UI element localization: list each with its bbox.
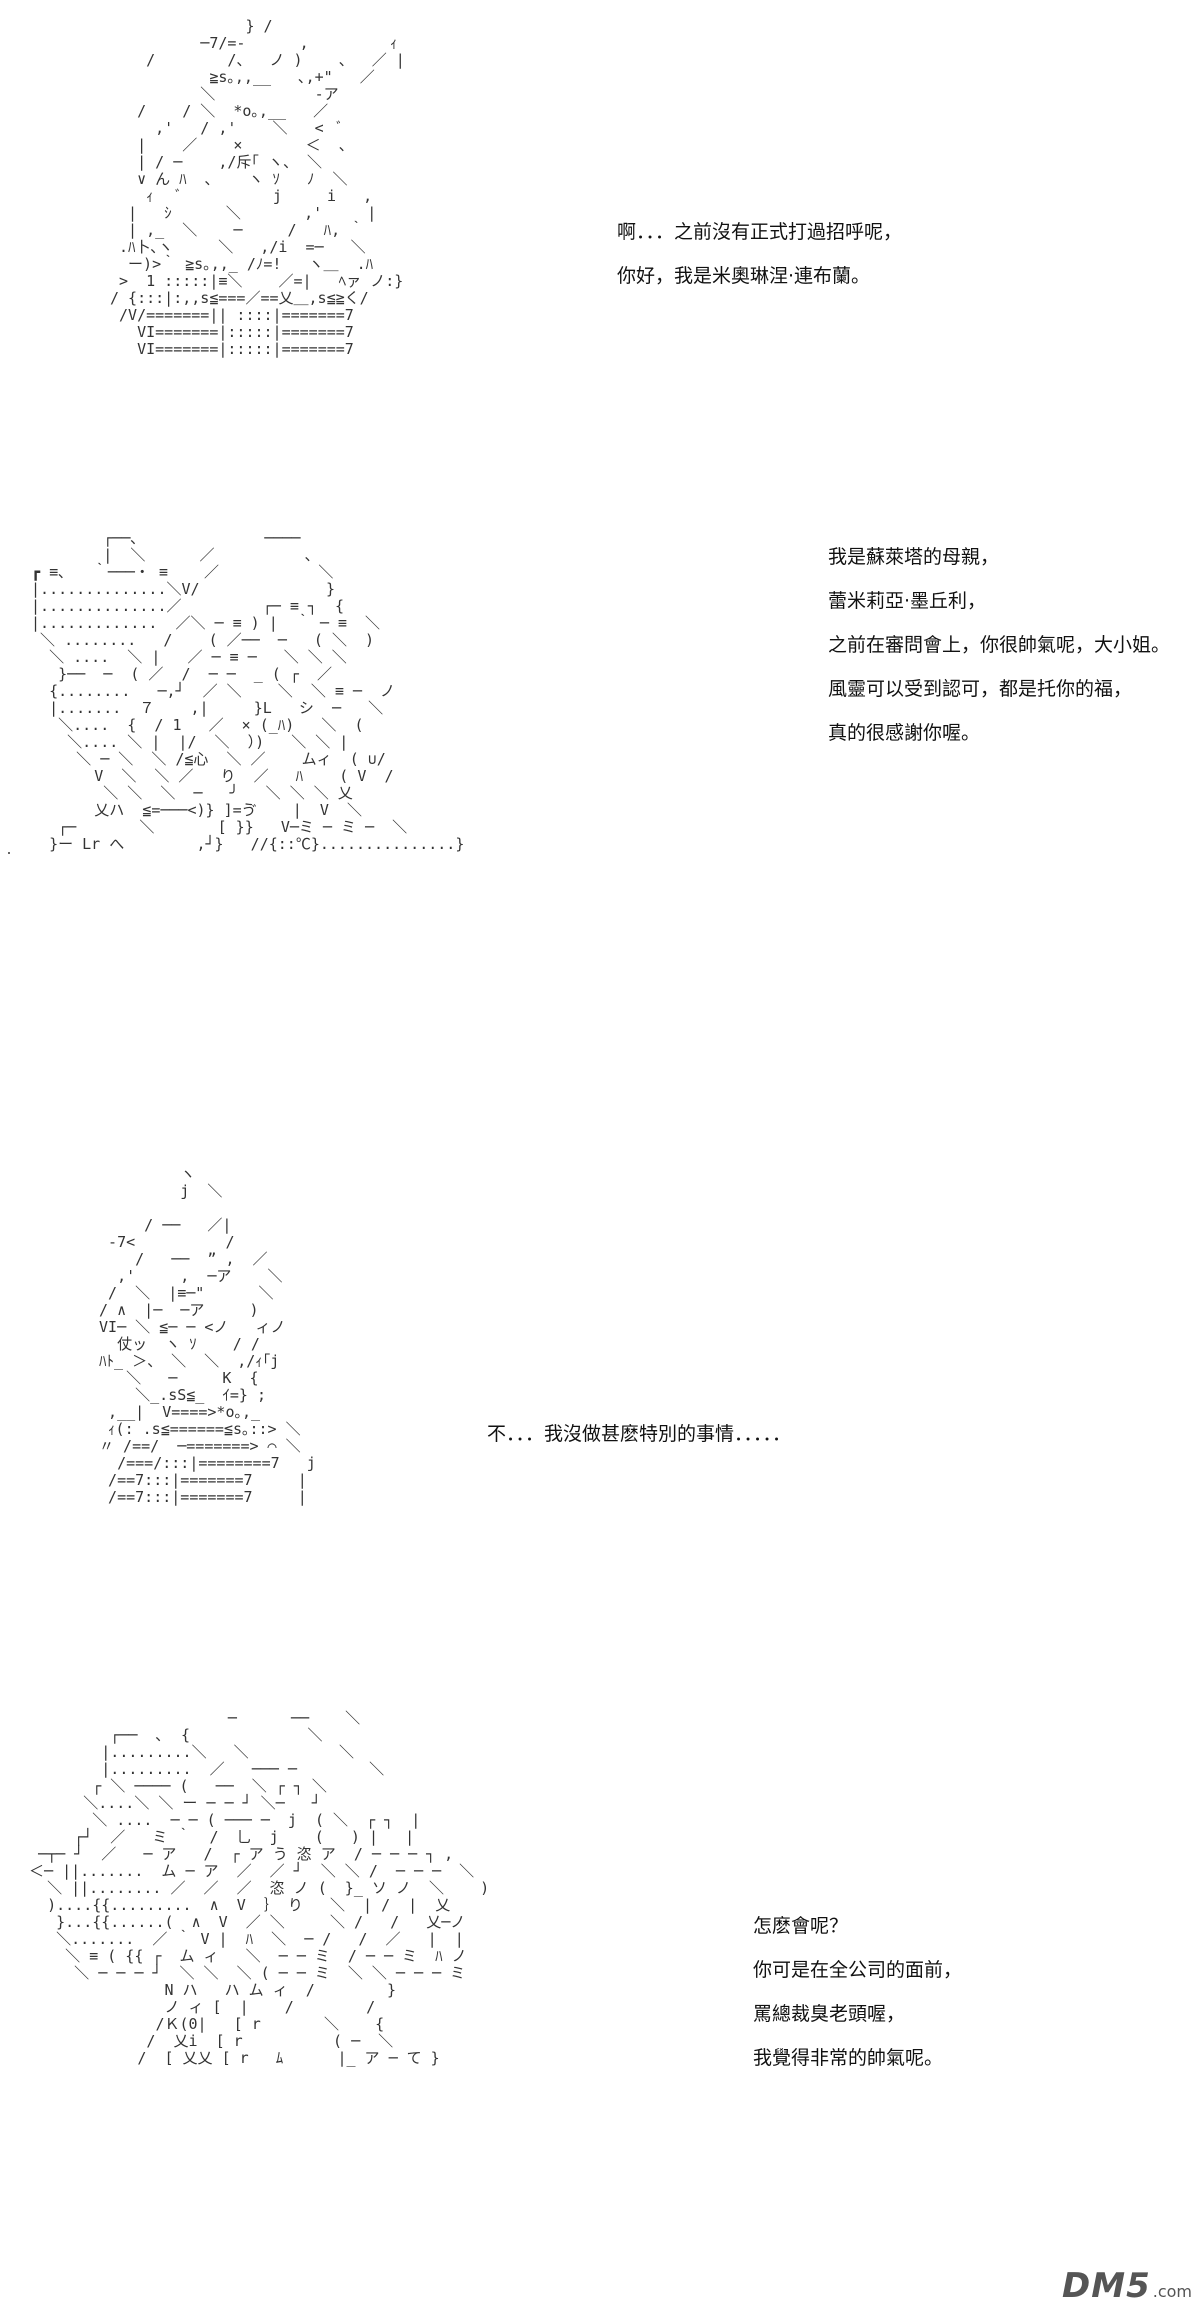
ascii-art-character-3: ヽ j ＼ / ── ／| -7< / / ── ” , ／ ,' , ─ア ＼… — [99, 1165, 316, 1506]
panel-2: ┌──､ ──── | ＼ ／ ､ ┏ ≡､ ｀───・ ≡ ／ ＼ |....… — [0, 500, 1200, 1140]
dialogue-line: 你可是在全公司的面前， — [753, 1959, 963, 1981]
dialogue-line: 真的很感謝你喔。 — [828, 722, 981, 744]
panel-4: ─ ── ＼ ┌── ､ { ＼ |.........＼ ＼ ＼ |......… — [0, 1680, 1200, 2316]
panel-3: ヽ j ＼ / ── ／| -7< / / ── ” , ／ ,' , ─ア ＼… — [0, 1140, 1200, 1680]
dialogue-line: 蕾米莉亞·墨丘利， — [828, 590, 987, 612]
ascii-art-character-2: ┌──､ ──── | ＼ ／ ､ ┏ ≡､ ｀───・ ≡ ／ ＼ |....… — [31, 529, 465, 853]
dialogue-3: 不．．．我沒做甚麽特別的事情．．．．． — [487, 1412, 791, 1456]
dialogue-2: 我是蘇萊塔的母親， 蕾米莉亞·墨丘利， 之前在審問會上，你很帥氣呢，大小姐。 風… — [828, 535, 1170, 755]
dialogue-line: 啊．．．之前沒有正式打過招呼呢， — [617, 221, 903, 243]
dialogue-4: 怎麽會呢？ 你可是在全公司的面前， 罵總裁臭老頭喔， 我覺得非常的帥氣呢。 — [753, 1904, 962, 2080]
dialogue-1: 啊．．．之前沒有正式打過招呼呢， 你好，我是米奧琳涅·連布蘭。 — [617, 210, 902, 298]
ascii-art-character-4: ─ ── ＼ ┌── ､ { ＼ |.........＼ ＼ ＼ |......… — [29, 1709, 490, 2067]
dialogue-line: 風靈可以受到認可，都是托你的福， — [828, 678, 1133, 700]
dialogue-line: 你好，我是米奧琳涅·連布蘭。 — [617, 265, 871, 287]
site-watermark: DM5 .com — [1062, 2266, 1192, 2306]
watermark-logo: DM5 — [1062, 2266, 1151, 2306]
dialogue-line: 我覺得非常的帥氣呢。 — [753, 2047, 944, 2069]
dialogue-line: 怎麽會呢？ — [753, 1915, 849, 1937]
ascii-art-character-1: } / ─7/=- , ｨ / /、 ノ ) 、 ／ | ≧s｡,,__ ､,+… — [110, 17, 405, 358]
dialogue-line: 我是蘇萊塔的母親， — [828, 546, 1000, 568]
margin-dot — [8, 852, 10, 854]
watermark-domain: .com — [1152, 2282, 1192, 2301]
dialogue-line: 不．．．我沒做甚麽特別的事情．．．．． — [487, 1423, 792, 1445]
dialogue-line: 罵總裁臭老頭喔， — [753, 2003, 906, 2025]
dialogue-line: 之前在審問會上，你很帥氣呢，大小姐。 — [828, 634, 1171, 656]
panel-1: } / ─7/=- , ｨ / /、 ノ ) 、 ／ | ≧s｡,,__ ､,+… — [0, 0, 1200, 500]
